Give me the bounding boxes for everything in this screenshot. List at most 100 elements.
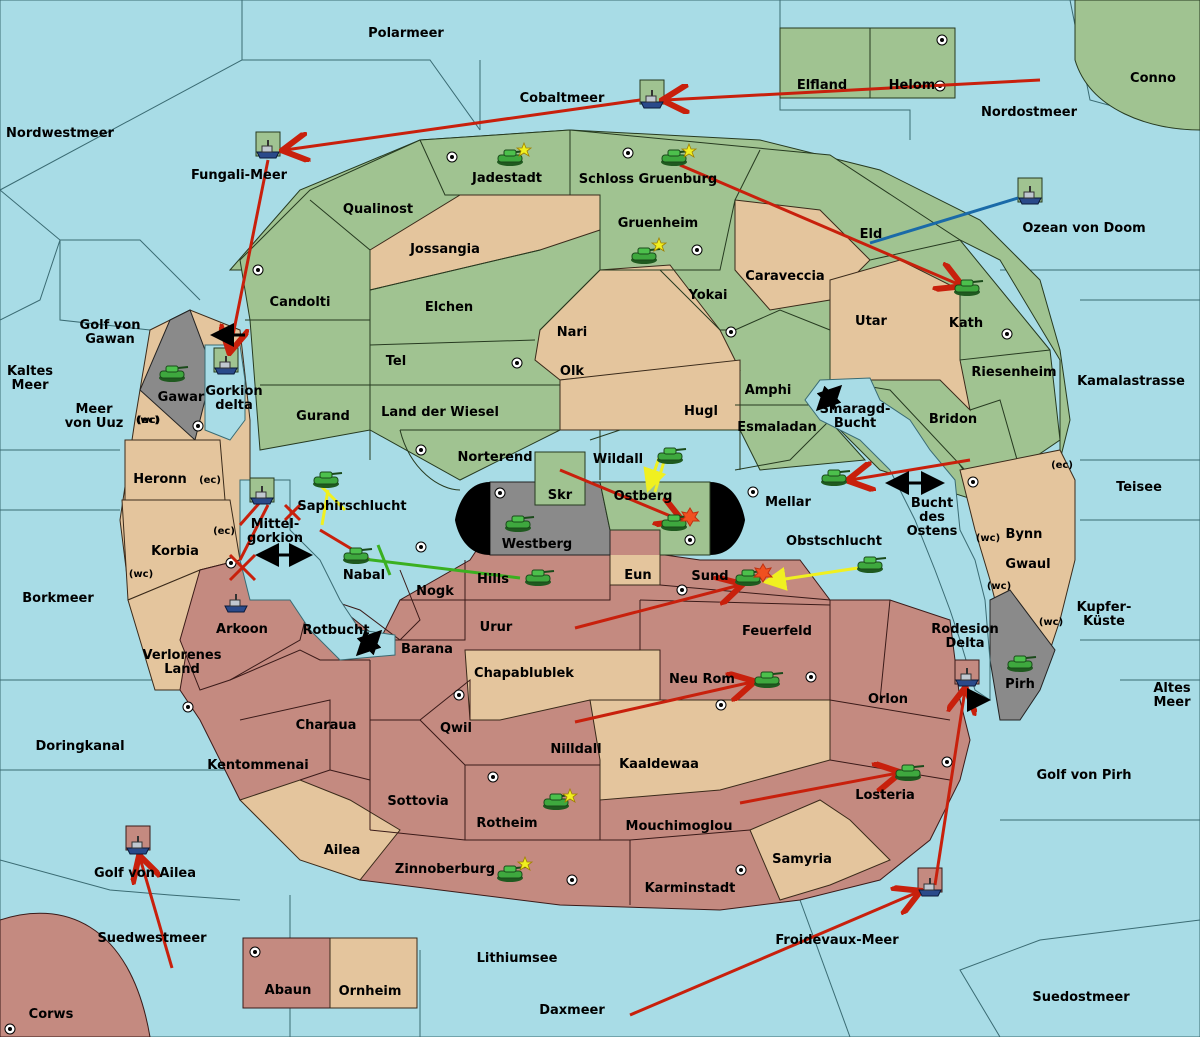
failed-order-marks <box>228 503 302 582</box>
label-qualinost: Qualinost <box>343 202 413 217</box>
label-sund: Sund <box>691 569 728 584</box>
label-barana: Barana <box>401 642 453 657</box>
label-obstschlucht: Obstschlucht <box>786 534 882 549</box>
label-jossangia: Jossangia <box>409 242 480 257</box>
label-eld: Eld <box>860 227 883 242</box>
label-gruenheim: Gruenheim <box>618 216 698 231</box>
coast-tag: (ec) <box>137 415 159 426</box>
label-yokai: Yokai <box>687 288 727 303</box>
label-olk: Olk <box>560 364 585 379</box>
label-samyria: Samyria <box>772 852 832 867</box>
label-fungali-meer: Fungali-Meer <box>191 168 288 183</box>
label-ornheim: Ornheim <box>339 984 402 999</box>
east-ring <box>959 449 1076 651</box>
label-golf-von-pirh: Golf von Pirh <box>1036 768 1131 783</box>
label-norterend: Norterend <box>457 450 532 465</box>
territory-elfland[interactable] <box>779 27 871 99</box>
label-zinnoberburg: Zinnoberburg <box>395 862 495 877</box>
label-bridon: Bridon <box>929 412 977 427</box>
coast-tag: (wc) <box>129 569 153 580</box>
label-neu-rom: Neu Rom <box>669 672 735 687</box>
label-elchen: Elchen <box>425 300 473 315</box>
label-ailea: Ailea <box>324 843 361 858</box>
label-kath: Kath <box>949 316 983 331</box>
territory-skr[interactable] <box>534 451 586 506</box>
label-arkoon: Arkoon <box>216 622 268 637</box>
label-abaun: Abaun <box>265 983 312 998</box>
label-nordwestmeer: Nordwestmeer <box>6 126 114 141</box>
label-caraveccia: Caraveccia <box>745 269 824 284</box>
label-nogk: Nogk <box>416 584 454 599</box>
label-charaua: Charaua <box>296 718 357 733</box>
center-right-cap <box>710 482 745 555</box>
dislodged-markers <box>679 507 774 583</box>
label-chapablublek: Chapablublek <box>474 666 574 681</box>
label-daxmeer: Daxmeer <box>539 1003 605 1018</box>
hold-support-line <box>354 556 521 580</box>
label-corws: Corws <box>29 1007 74 1022</box>
coast-tag: (ec) <box>1051 460 1073 471</box>
label-helom: Helom <box>889 78 936 93</box>
label-westberg: Westberg <box>502 537 572 552</box>
label-esmaladan: Esmaladan <box>737 420 817 435</box>
territory-corws[interactable] <box>0 912 151 1037</box>
label-korbia: Korbia <box>151 544 199 559</box>
label-golf-von-ailea: Golf von Ailea <box>94 866 196 881</box>
label-hugl: Hugl <box>684 404 718 419</box>
label-mittel-gorkion: Mittel-gorkion <box>247 517 303 546</box>
label-ostberg: Ostberg <box>614 489 673 504</box>
label-nordostmeer: Nordostmeer <box>981 105 1078 120</box>
coast-tag: (ec) <box>199 475 221 486</box>
coast-tag: (wc) <box>1039 617 1063 628</box>
label-doringkanal: Doringkanal <box>35 739 124 754</box>
label-mellar: Mellar <box>765 495 811 510</box>
label-gwaul: Gwaul <box>1005 557 1050 572</box>
center-left-cap <box>455 482 490 555</box>
territory-samyria[interactable] <box>749 799 891 901</box>
label-smaragd-bucht: Smaragd-Bucht <box>820 402 891 431</box>
north-borders <box>245 130 1051 491</box>
label-froidevaux-meer: Froidevaux-Meer <box>775 933 899 948</box>
label-kaaldewaa: Kaaldewaa <box>619 757 699 772</box>
label-conno: Conno <box>1130 71 1176 86</box>
territory-heronn[interactable] <box>124 439 226 501</box>
label-sottovia: Sottovia <box>387 794 448 809</box>
coast-tag: (wc) <box>976 533 1000 544</box>
label-elfland: Elfland <box>797 78 847 93</box>
convoy-line <box>869 196 1019 245</box>
label-wildall: Wildall <box>593 452 643 467</box>
label-lithiumsee: Lithiumsee <box>477 951 558 966</box>
coast-tag: (wc) <box>136 415 160 426</box>
label-nari: Nari <box>557 325 588 340</box>
label-jadestadt: Jadestadt <box>471 171 542 186</box>
label-riesenheim: Riesenheim <box>971 365 1056 380</box>
coast-tag: (wc) <box>987 581 1011 592</box>
label-kupfer-k-ste: Kupfer-Küste <box>1077 600 1132 629</box>
label-land-der-wiesel: Land der Wiesel <box>381 405 499 420</box>
label-suedostmeer: Suedostmeer <box>1032 990 1130 1005</box>
home-stars <box>515 141 698 871</box>
label-polarmeer: Polarmeer <box>368 26 444 41</box>
supply-centers <box>4 34 1013 1035</box>
label-nilldall: Nilldall <box>550 742 601 757</box>
territory-pirh[interactable] <box>989 589 1056 721</box>
label-kamalastrasse: Kamalastrasse <box>1077 374 1185 389</box>
label-borkmeer: Borkmeer <box>22 591 94 606</box>
label-tel: Tel <box>386 354 406 369</box>
label-eun: Eun <box>624 568 651 583</box>
label-losteria: Losteria <box>855 788 915 803</box>
label-feuerfeld: Feuerfeld <box>742 624 812 639</box>
territory-ornheim[interactable] <box>329 937 418 1009</box>
label-mouchimoglou: Mouchimoglou <box>626 819 733 834</box>
passage-arrows <box>210 323 991 712</box>
